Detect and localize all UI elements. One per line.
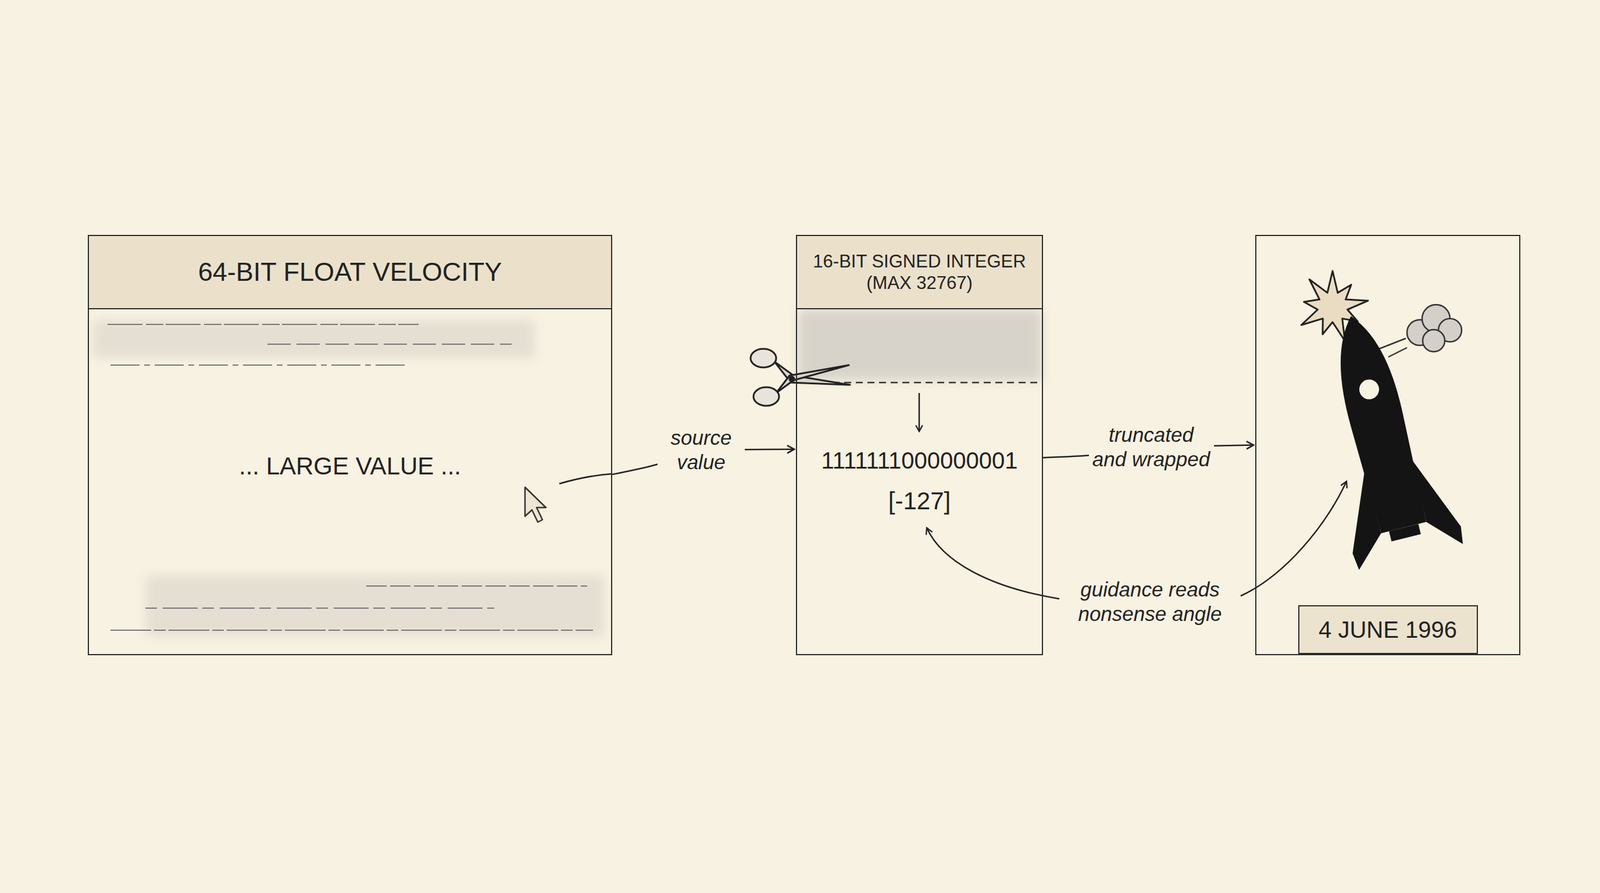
cursor-icon	[525, 487, 546, 523]
outcome-panel: 4 JUNE 1996	[1255, 234, 1521, 656]
down-arrow	[918, 393, 921, 432]
panel-header: 16-BIT SIGNED INTEGER (MAX 32767)	[797, 236, 1042, 310]
leader-line	[559, 473, 613, 484]
smoke-cloud	[1379, 304, 1462, 357]
leader-line	[926, 527, 1060, 599]
integer-panel: 16-BIT SIGNED INTEGER (MAX 32767) 1111111…	[795, 234, 1044, 656]
edge-label: truncated and wrapped	[1088, 421, 1214, 473]
binary-value: 1111111000000001	[797, 447, 1042, 474]
value-text: ... LARGE VALUE ...	[88, 452, 612, 481]
edge-label: source value	[657, 424, 745, 476]
decimal-value: [-127]	[797, 487, 1042, 516]
source-panel: 64-BIT FLOAT VELOCITY ... LARGE VALUE ...	[87, 234, 613, 656]
leader-line	[1240, 481, 1347, 596]
scissors-icon	[750, 348, 850, 406]
rocket-figure	[1296, 302, 1466, 571]
date-tag: 4 JUNE 1996	[1298, 605, 1478, 655]
annotation-note: guidance reads nonsense angle	[1062, 576, 1238, 628]
paper-wash	[93, 309, 1042, 637]
panel-header: 64-BIT FLOAT VELOCITY	[88, 236, 612, 310]
